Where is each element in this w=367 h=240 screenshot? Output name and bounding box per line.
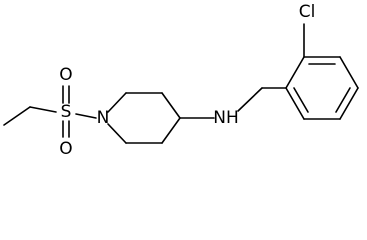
bond-aryl-c4-c5 <box>339 87 359 120</box>
bond-ethyl-terminal <box>3 106 31 126</box>
oxygen-top-label: O <box>59 65 72 85</box>
bond-nh-to-ch2 <box>237 87 263 112</box>
amine-label: NH <box>213 108 239 128</box>
bond-aryl-inner-2 <box>335 87 351 113</box>
sulfur-label: S <box>61 102 72 122</box>
chlorine-label: Cl <box>299 2 316 22</box>
ring-nitrogen-label: N <box>97 108 110 128</box>
molecule-svg: Cl S O O N NH <box>3 2 359 159</box>
bond-ring-c3-c4 <box>161 92 181 119</box>
bond-aryl-c6-c1 <box>285 87 305 120</box>
bond-ring-n-c2 <box>107 92 127 113</box>
oxygen-bottom-label: O <box>59 139 72 159</box>
bond-sulfur-to-ring-n <box>75 113 97 119</box>
bond-ethyl-to-sulfur <box>29 106 57 113</box>
molecule-structure-diagram: Cl S O O N NH <box>3 2 359 159</box>
bond-ring-c4-c5 <box>161 117 181 144</box>
bond-ring-c6-n <box>107 123 127 144</box>
bond-aryl-c3-c4 <box>339 56 359 89</box>
bond-aryl-inner-3 <box>293 87 309 113</box>
bond-aryl-c1-c2 <box>285 56 305 89</box>
